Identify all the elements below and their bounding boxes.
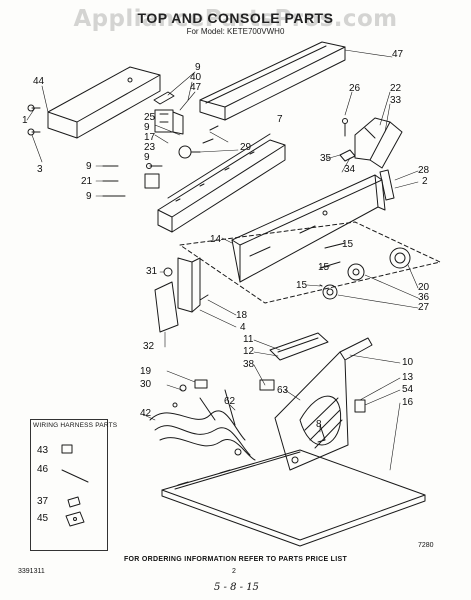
callout-label: 33 (390, 95, 402, 106)
control-knob (322, 284, 338, 300)
wiring-harness-title: WIRING HARNESS PARTS (33, 422, 118, 429)
callout-label: 20 (418, 282, 430, 293)
callout-label: 27 (418, 302, 430, 313)
callout-label: 47 (392, 49, 404, 60)
wiring-item-label: 45 (37, 513, 49, 524)
callout-label: 36 (418, 292, 430, 303)
cabinet-top (161, 449, 426, 547)
figure-code: 7280 (418, 542, 434, 549)
callout-label: 28 (418, 165, 430, 176)
wiring-item-label: 43 (37, 445, 49, 456)
console-frame-outline (179, 221, 441, 304)
spring-clip (379, 169, 395, 201)
callout-label: 3 (37, 164, 43, 175)
callout-leaders (26, 49, 419, 471)
screw (342, 118, 348, 137)
callout-label: 47 (190, 82, 202, 93)
callout-label: 15 (342, 239, 354, 250)
callout-label: 12 (243, 346, 255, 357)
callout-label: 9 (144, 122, 150, 133)
callout-label: 35 (320, 153, 332, 164)
callout-label: 29 (240, 142, 252, 153)
terminal-block (259, 379, 275, 391)
callout-label: 44 (33, 76, 45, 87)
callout-label: 2 (422, 176, 428, 187)
lint-filter (269, 332, 329, 361)
callout-label: 40 (190, 72, 202, 83)
callout-label: 9 (144, 152, 150, 163)
thermostat (194, 379, 208, 389)
handwritten-note: 5 - 8 - 15 (214, 582, 259, 593)
harness-part-connector (67, 496, 81, 508)
callout-label: 54 (402, 384, 414, 395)
callout-label: 13 (402, 372, 414, 383)
end-bracket (354, 117, 403, 169)
callout-label: 32 (143, 341, 155, 352)
callout-label: 11 (243, 334, 254, 345)
callout-label: 26 (349, 83, 361, 94)
wiring-harness-box (30, 419, 108, 551)
callout-label: 15 (296, 280, 308, 291)
callout-label: 16 (402, 397, 414, 408)
control-knob (389, 247, 411, 269)
callout-label: 18 (236, 310, 248, 321)
connector (202, 125, 219, 144)
console-panel (157, 133, 286, 233)
door-latch (317, 424, 326, 443)
callout-label: 9 (86, 161, 92, 172)
control-panel (231, 174, 386, 283)
model-subtitle: For Model: KETE700VWH0 (186, 27, 285, 36)
callout-label: 15 (318, 262, 330, 273)
callout-label: 22 (390, 83, 402, 94)
callout-label: 25 (144, 112, 156, 123)
harness-part-plug (65, 511, 85, 527)
callout-label: 63 (277, 385, 289, 396)
timer-knob (178, 145, 201, 159)
callout-label: 1 (22, 115, 28, 126)
callout-label: 21 (81, 176, 93, 187)
screw (146, 163, 163, 169)
callout-label: 4 (240, 322, 246, 333)
callout-label: 8 (316, 419, 322, 430)
callout-label: 42 (140, 408, 152, 419)
callout-label: 62 (224, 396, 236, 407)
switch-block (154, 109, 184, 135)
switch (354, 399, 366, 413)
console-end-cap (47, 66, 161, 139)
harness-part-tie (61, 469, 89, 483)
callout-label: 10 (402, 357, 414, 368)
switch (144, 173, 160, 189)
rear-panel-grille (274, 337, 373, 471)
clip (339, 149, 356, 162)
screw (27, 104, 41, 112)
callout-label: 9 (195, 62, 201, 73)
harness-part-clip (61, 444, 73, 454)
callout-label: 17 (144, 132, 156, 143)
screw (27, 128, 41, 136)
watermark-text: AppliancePartsPros.com (73, 6, 398, 32)
clip (153, 91, 175, 105)
callout-label: 38 (243, 359, 255, 370)
wiring-harness (149, 384, 256, 461)
document-number: 3391311 (18, 568, 45, 575)
hinge-bracket (163, 257, 209, 313)
callout-label: 9 (86, 191, 92, 202)
end-cover (154, 281, 179, 333)
top-rail (199, 41, 346, 121)
wiring-item-label: 46 (37, 464, 49, 475)
callout-label: 34 (344, 164, 356, 175)
callout-label: 31 (146, 266, 158, 277)
callout-label: 7 (277, 114, 283, 125)
page-title: TOP AND CONSOLE PARTS (137, 10, 334, 26)
callout-label: 23 (144, 142, 156, 153)
callout-label: 14 (210, 234, 222, 245)
ordering-instruction: FOR ORDERING INFORMATION REFER TO PARTS … (123, 556, 348, 563)
wiring-item-label: 37 (37, 496, 49, 507)
control-knob (347, 263, 365, 281)
callout-label: 30 (140, 379, 152, 390)
page-number: 2 (232, 568, 236, 575)
callout-label: 19 (140, 366, 152, 377)
